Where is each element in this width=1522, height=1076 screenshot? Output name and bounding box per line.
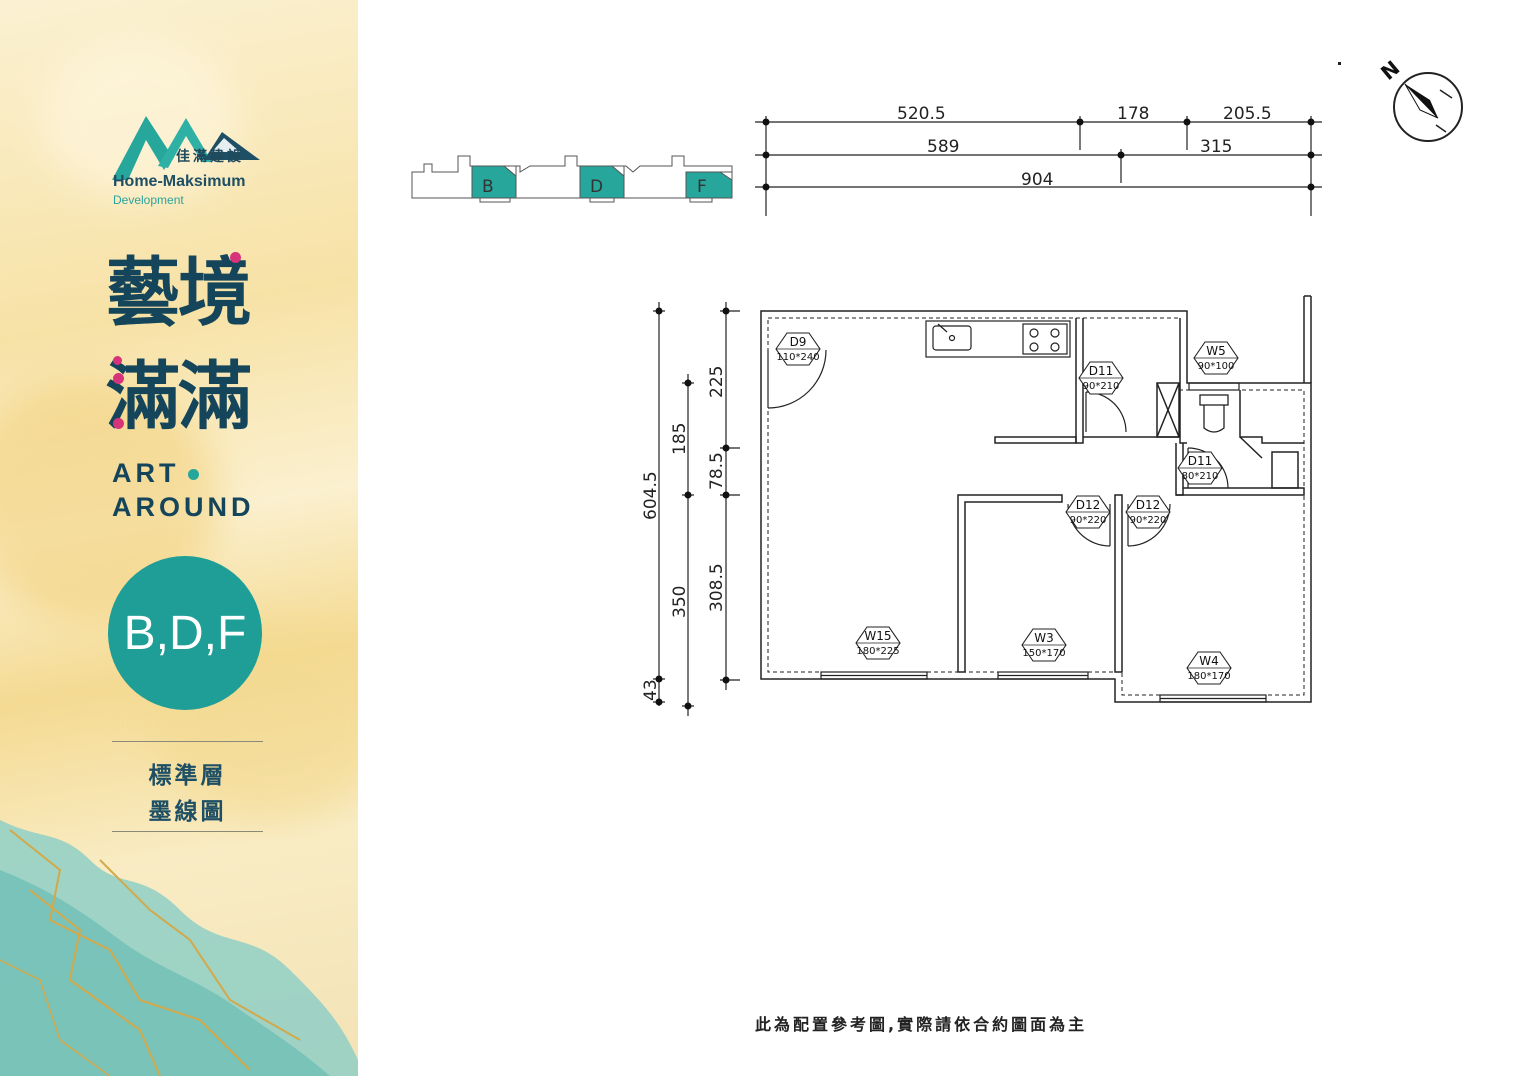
accent-dot-icon <box>113 356 122 365</box>
opening-code: D12 <box>1136 498 1161 512</box>
floor-label-line2: 墨線圖 <box>148 799 227 825</box>
disclaimer-text: 此為配置參考圖,實際請依合約圖面為主 <box>755 1015 1088 1034</box>
brand-name-cn: 佳滿建設 <box>176 149 244 165</box>
opening-size: 90*220 <box>1070 515 1107 526</box>
opening-size: 180*225 <box>856 646 899 657</box>
opening-code: D11 <box>1089 364 1114 378</box>
key-plan-label-b: B <box>482 177 494 197</box>
dim-top-6: 904 <box>1021 170 1053 190</box>
dim-top-5: 315 <box>1200 137 1232 157</box>
accent-dot-icon <box>187 469 199 481</box>
compass-icon <box>1393 72 1463 142</box>
key-plan <box>411 155 733 203</box>
compass-north-label: N <box>1376 56 1404 85</box>
dim-left-5: 225 <box>707 366 727 398</box>
opening-size: 90*210 <box>1083 381 1120 392</box>
project-subtitle: ART AROUND <box>112 456 255 524</box>
floor-label-line1: 標準層 <box>148 763 227 789</box>
kitchen-counter <box>925 320 1071 358</box>
opening-code: W15 <box>864 629 891 643</box>
left-dimension-lines <box>653 302 740 716</box>
unit-badge: B,D,F <box>108 556 262 710</box>
key-plan-label-d: D <box>590 177 603 197</box>
accent-dot-icon <box>113 418 124 429</box>
dim-left-7: 308.5 <box>707 563 727 612</box>
opening-size: 150*170 <box>1022 648 1065 659</box>
divider <box>112 741 263 742</box>
dim-left-6: 78.5 <box>707 452 727 490</box>
opening-code: W3 <box>1034 631 1054 645</box>
project-title-line2: 滿滿 <box>106 354 252 440</box>
brand-logo-icon <box>112 116 260 180</box>
subtitle-line2: AROUND <box>112 492 255 522</box>
opening-code: D12 <box>1076 498 1101 512</box>
dim-left-4: 350 <box>670 586 690 618</box>
opening-code: W4 <box>1199 654 1219 668</box>
accent-dot-icon <box>113 373 124 384</box>
dim-left-3: 185 <box>670 423 690 455</box>
brand-tagline: Development <box>113 193 184 207</box>
brand-name-en: Home-Maksimum <box>113 173 246 190</box>
subtitle-line1: ART <box>112 458 180 488</box>
opening-size: 80*210 <box>1182 471 1219 482</box>
opening-size: 90*220 <box>1130 515 1167 526</box>
top-dimension-lines <box>755 116 1322 216</box>
opening-code: D9 <box>790 335 807 349</box>
opening-code: D11 <box>1188 454 1213 468</box>
opening-size: 90*100 <box>1198 361 1235 372</box>
dim-top-3: 205.5 <box>1223 104 1272 124</box>
dim-left-1: 604.5 <box>641 471 661 520</box>
floor-plan-area: B D F N 520.5 178 205.5 589 315 904 <box>411 56 1463 716</box>
opening-size: 180*170 <box>1187 671 1230 682</box>
sidebar-panel: 佳滿建設 Home-Maksimum Development 藝境 滿滿 ART… <box>0 0 358 1076</box>
dim-left-2: 43 <box>641 679 661 701</box>
opening-tags: D9110*240D1190*210W590*100D1180*210D1290… <box>775 332 1239 685</box>
opening-size: 110*240 <box>776 352 819 363</box>
key-plan-label-f: F <box>697 177 707 197</box>
dim-top-4: 589 <box>927 137 959 157</box>
accent-dot-icon <box>230 252 241 263</box>
divider <box>112 831 263 832</box>
toilet-icon <box>1199 394 1229 433</box>
dim-top-1: 520.5 <box>897 104 946 124</box>
project-title-line1: 藝境 <box>106 250 252 336</box>
dim-top-2: 178 <box>1117 104 1149 124</box>
windows <box>820 382 1267 703</box>
mountain-decoration <box>0 820 358 1076</box>
opening-code: W5 <box>1206 344 1226 358</box>
